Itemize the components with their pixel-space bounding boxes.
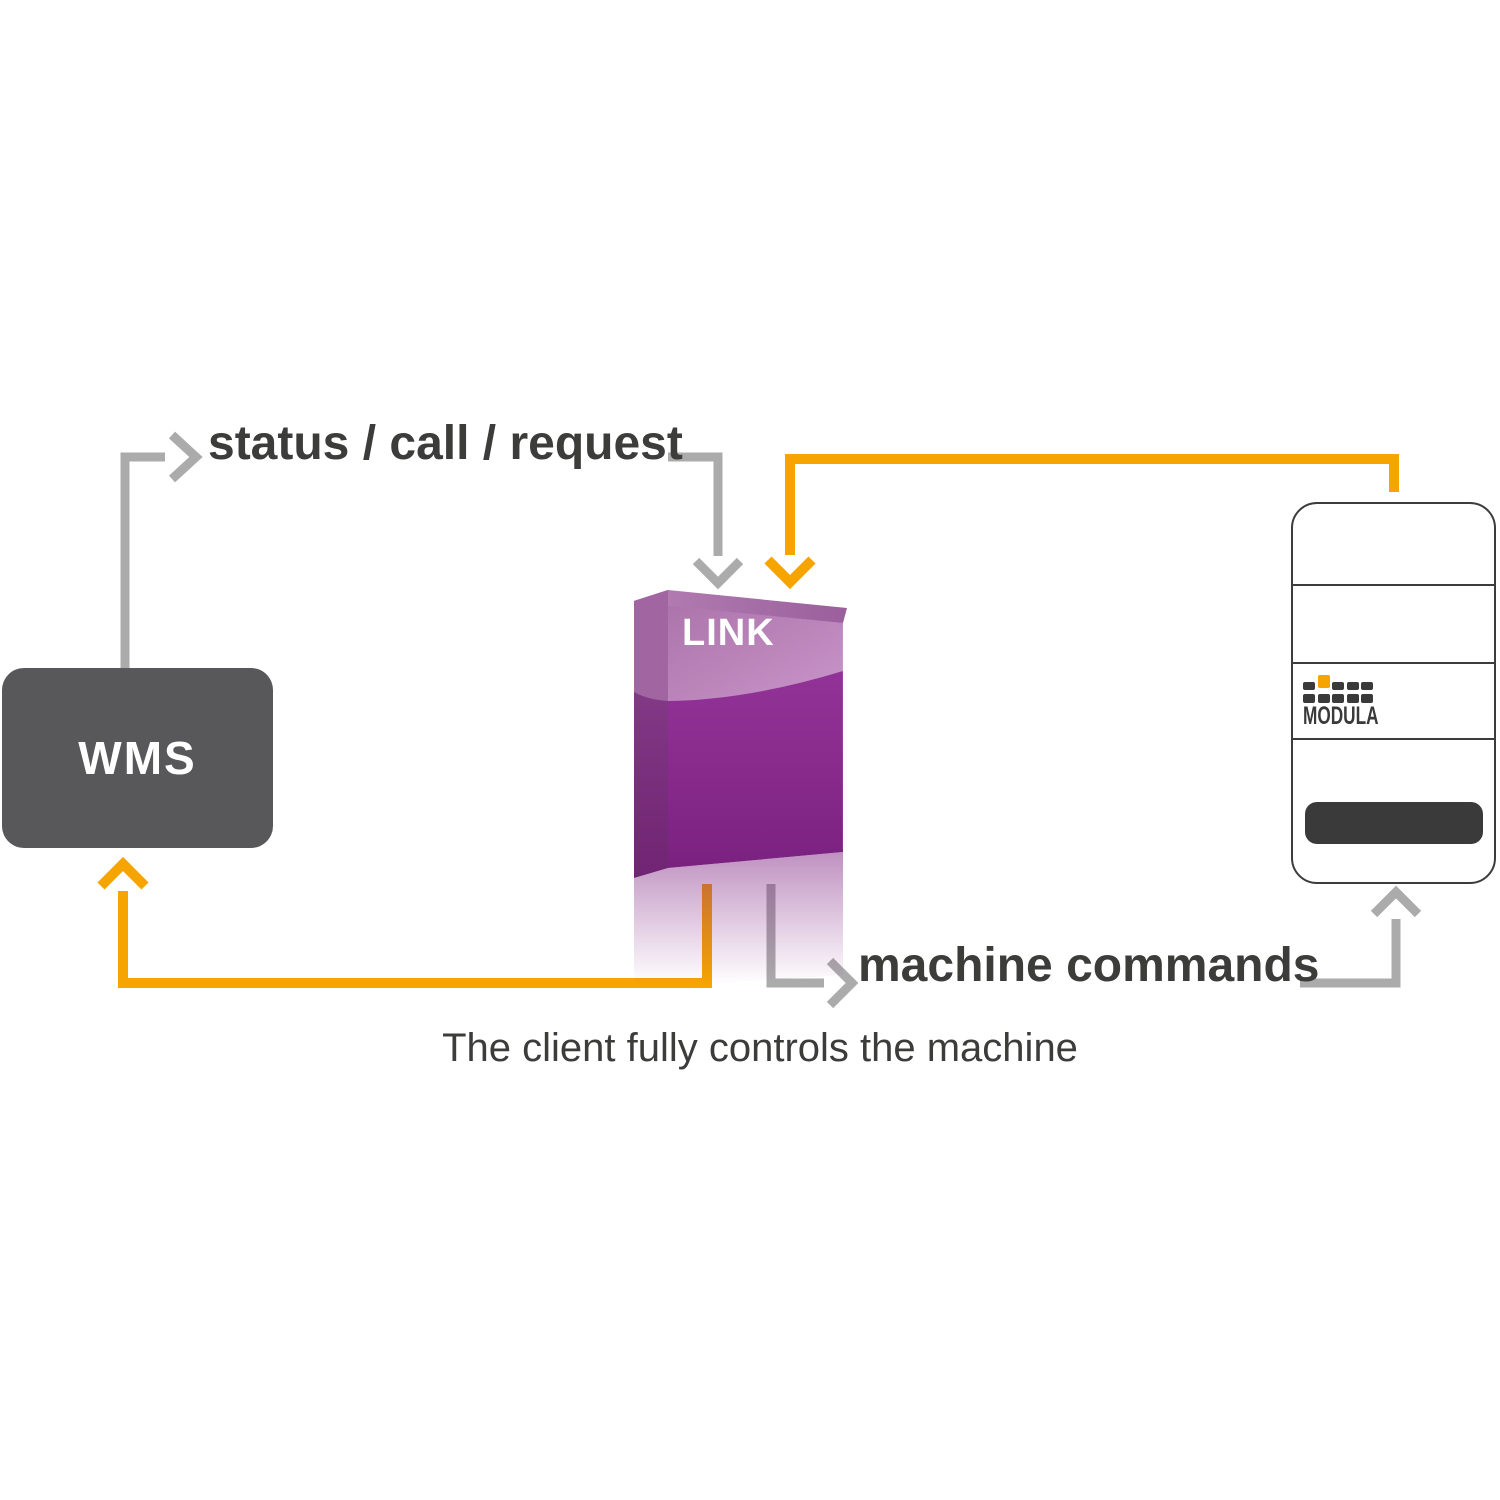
arrow-down-chevron-icon	[692, 557, 744, 590]
modula-logo: MODULA	[1303, 675, 1379, 733]
arrow-link-to-wms-shaft	[118, 884, 712, 988]
logo-block-icon	[1303, 694, 1315, 703]
arrow-right-chevron-icon	[168, 431, 203, 483]
caption-text: The client fully controls the machine	[442, 1026, 1078, 1070]
logo-block-icon	[1332, 682, 1344, 690]
link-box-reflection	[634, 852, 843, 988]
arrow-down-chevron-icon	[764, 556, 816, 590]
arrow-wms-to-link	[120, 431, 744, 668]
wms-label: WMS	[78, 732, 197, 784]
status-flow-label: status / call / request	[208, 417, 683, 470]
machine-commands-label: machine commands	[858, 939, 1320, 992]
wms-node: WMS	[2, 668, 273, 848]
logo-block-icon	[1303, 682, 1315, 690]
modula-machine-node: MODULA	[1291, 502, 1496, 884]
arrow-wms-to-link-shaft-2	[668, 452, 723, 556]
link-box-top-face	[668, 590, 847, 623]
arrow-link-to-machine	[766, 884, 1422, 1009]
arrow-link-to-machine-shaft-2	[1300, 919, 1401, 988]
link-software-box	[634, 590, 847, 988]
logo-block-icon	[1346, 682, 1359, 690]
logo-block-icon	[1332, 694, 1344, 703]
arrow-up-chevron-icon	[1370, 885, 1422, 918]
arrow-machine-to-link	[764, 454, 1399, 590]
machine-panel-divider	[1293, 584, 1494, 586]
logo-accent-block-icon	[1317, 675, 1330, 688]
logo-block-icon	[1317, 694, 1330, 703]
arrow-wms-to-link-shaft-1	[120, 452, 165, 668]
link-box-front-highlight	[668, 606, 843, 701]
machine-panel-divider	[1293, 662, 1494, 664]
link-box-spine-highlight	[634, 590, 668, 701]
logo-block-icon	[1346, 694, 1359, 703]
machine-tray-opening	[1305, 802, 1483, 844]
arrow-link-to-wms	[97, 856, 712, 988]
arrow-up-chevron-icon	[97, 856, 149, 890]
arrow-machine-to-link-shaft	[785, 454, 1399, 555]
link-label: LINK	[682, 612, 775, 654]
modula-wordmark: MODULA	[1303, 703, 1379, 731]
logo-block-icon	[1361, 682, 1373, 690]
machine-panel-divider	[1293, 738, 1494, 740]
logo-block-icon	[1361, 694, 1373, 703]
